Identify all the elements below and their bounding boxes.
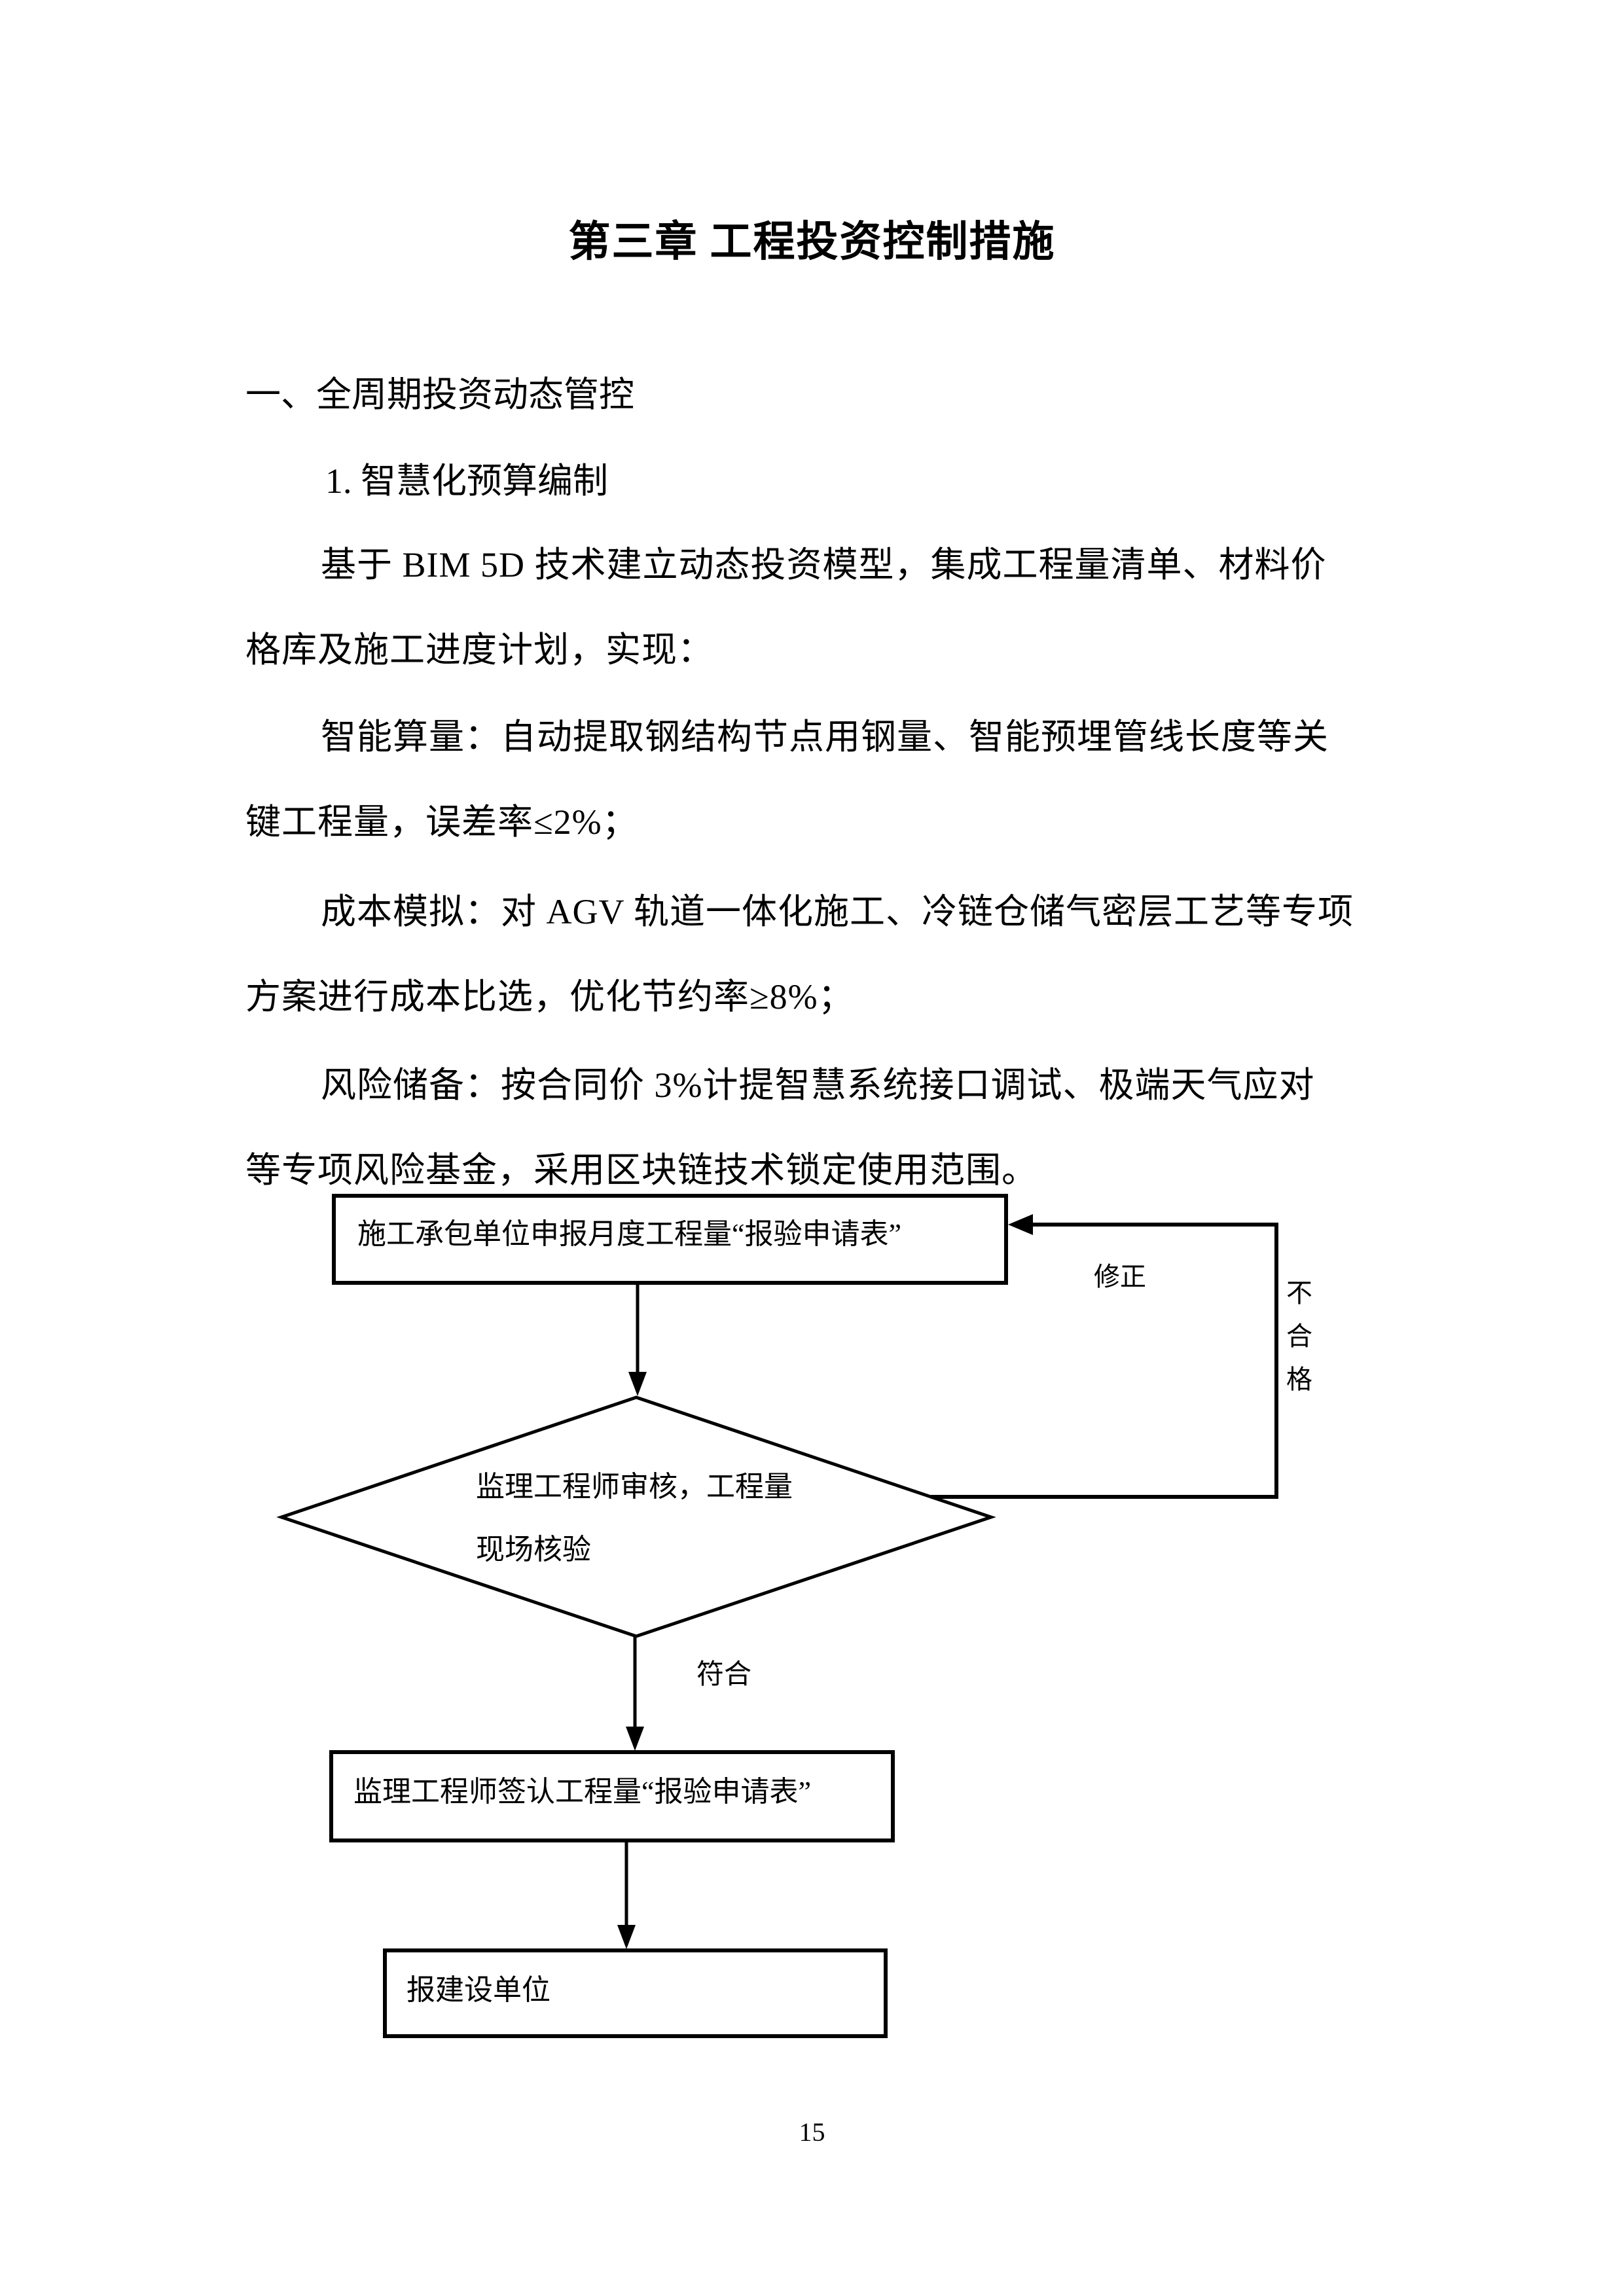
flow-label-revise: 修正 xyxy=(1094,1262,1146,1291)
flow-step-sign-label: 监理工程师签认工程量“报验申请表” xyxy=(353,1776,812,1808)
process-box-submit xyxy=(332,1194,1008,1285)
body-line: 智能算量：自动提取钢结构节点用钢量、智能预埋管线长度等关 xyxy=(321,717,1329,757)
arrowhead-left-icon xyxy=(1008,1214,1033,1235)
connector-feedback-loop xyxy=(931,1223,1278,1499)
body-line: 方案进行成本比选，优化节约率≥8%； xyxy=(245,977,854,1016)
flow-decision-label: 监理工程师审核，工程量 现场核验 xyxy=(476,1456,793,1581)
body-line: 键工程量，误差率≤2%； xyxy=(245,802,638,842)
page-number: 15 xyxy=(799,2117,825,2147)
process-box-sign xyxy=(329,1750,895,1842)
flow-label-fail: 不合格 xyxy=(1282,1279,1312,1408)
body-line: 等专项风险基金，采用区块链技术锁定使用范围。 xyxy=(245,1151,1038,1190)
body-line: 风险储备：按合同价 3%计提智慧系统接口调试、极端天气应对 xyxy=(321,1066,1315,1105)
chapter-title: 第三章 工程投资控制措施 xyxy=(568,219,1056,265)
flow-label-pass: 符合 xyxy=(696,1660,752,1690)
flow-decision-line1: 监理工程师审核，工程量 xyxy=(476,1471,793,1503)
process-box-report xyxy=(383,1948,888,2038)
flow-step-submit-label: 施工承包单位申报月度工程量“报验申请表” xyxy=(357,1218,902,1250)
body-line: 成本模拟：对 AGV 轨道一体化施工、冷链仓储气密层工艺等专项 xyxy=(321,892,1354,931)
arrowhead-down-icon xyxy=(626,1727,644,1751)
flow-decision-line2: 现场核验 xyxy=(476,1534,591,1566)
flow-step-report-label: 报建设单位 xyxy=(406,1974,550,2006)
body-line: 格库及施工进度计划，实现： xyxy=(245,630,713,670)
section-heading: 一、全周期投资动态管控 xyxy=(245,375,634,414)
subsection-heading: 1. 智慧化预算编制 xyxy=(325,461,608,501)
body-line: 基于 BIM 5D 技术建立动态投资模型，集成工程量清单、材料价 xyxy=(321,545,1327,584)
arrowhead-down-icon xyxy=(628,1372,647,1396)
arrowhead-down-icon xyxy=(617,1925,636,1949)
